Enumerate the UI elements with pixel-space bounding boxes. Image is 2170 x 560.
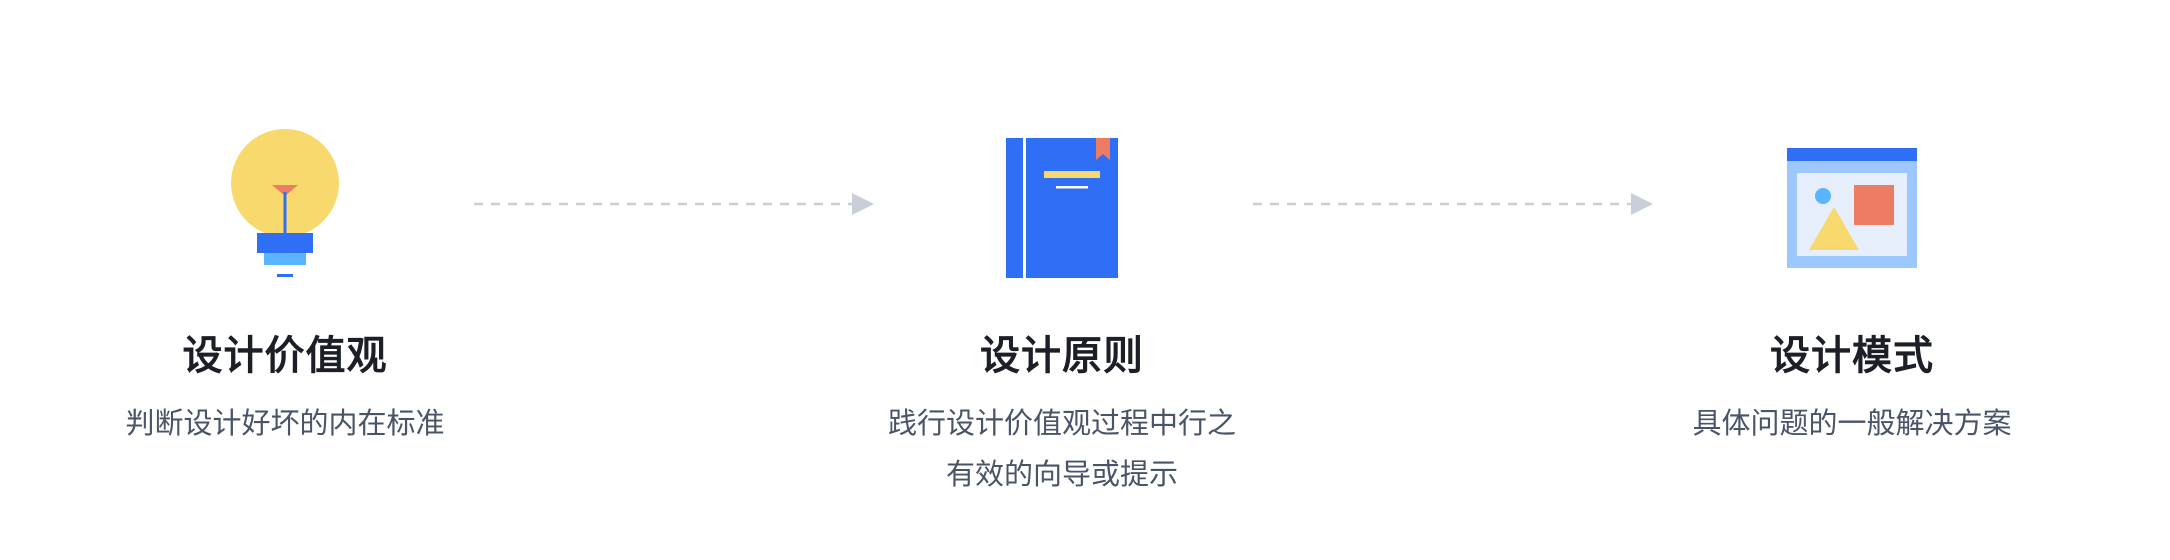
dashed-arrow-right-icon	[1253, 193, 1653, 215]
icon-container	[25, 128, 545, 288]
lightbulb-icon	[231, 129, 339, 277]
step-description: 具体问题的一般解决方案	[1592, 398, 2112, 449]
step-title: 设计原则	[980, 333, 1144, 379]
step-design-patterns: 设计模式 具体问题的一般解决方案	[1592, 0, 2112, 560]
description-line: 有效的向导或提示	[945, 457, 1178, 491]
step-description: 判断设计好坏的内在标准	[25, 398, 545, 449]
description-line: 具体问题的一般解决方案	[1692, 406, 2012, 440]
book-icon	[1006, 138, 1118, 278]
step-title: 设计模式	[1770, 333, 1934, 379]
description-line: 践行设计价值观过程中行之	[887, 406, 1236, 440]
picture-window-icon	[1787, 148, 1917, 268]
step-design-values: 设计价值观 判断设计好坏的内在标准	[25, 0, 545, 560]
step-description: 践行设计价值观过程中行之 有效的向导或提示	[802, 398, 1322, 500]
description-line: 判断设计好坏的内在标准	[125, 406, 445, 440]
dashed-arrow-right-icon	[474, 193, 874, 215]
icon-container	[1592, 128, 2112, 288]
icon-container	[802, 128, 1322, 288]
step-design-principles: 设计原则 践行设计价值观过程中行之 有效的向导或提示	[802, 0, 1322, 560]
step-title: 设计价值观	[182, 333, 388, 379]
